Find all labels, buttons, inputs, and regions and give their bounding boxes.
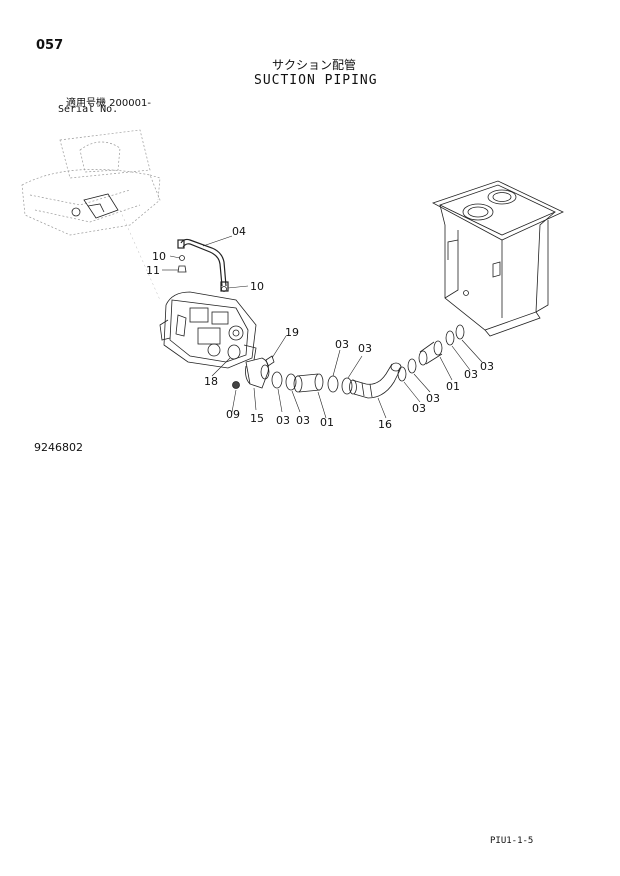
pump-location-box [71,193,119,219]
hose-01-right [418,340,443,366]
clamp-03-g [445,330,455,346]
callout-03-b: 03 [296,414,310,427]
callout-04: 04 [232,225,246,238]
callout-10-upper: 10 [152,250,166,263]
hose-01-left [293,373,324,393]
plug-09 [232,381,240,389]
callout-01-left: 01 [320,416,334,429]
hose-04 [177,238,229,292]
fitting-11 [177,265,187,273]
callout-18: 18 [204,375,218,388]
callout-09: 09 [226,408,240,421]
clamp-03-a [271,371,283,389]
callout-03-h: 03 [480,360,494,373]
callout-10-lower: 10 [250,280,264,293]
drawing-number: 9246802 [34,441,83,454]
serial-label-japanese: 適用号機 200001- [66,98,151,109]
callout-03-e: 03 [412,402,426,415]
fitting-19 [265,355,275,367]
clamp-03-h [455,324,465,340]
hydraulic-tank [431,180,564,337]
clamp-03-c [327,375,339,393]
callout-16: 16 [378,418,392,431]
serial-label-english: Serial No. [58,104,119,115]
callout-03-a: 03 [276,414,290,427]
callout-11: 11 [146,264,160,277]
callout-03-d: 03 [358,342,372,355]
fitting-10-upper [179,255,185,261]
callout-03-f: 03 [426,392,440,405]
leader-lines [162,235,483,419]
machine-overview-sketch [21,129,161,236]
clamp-03-f [407,358,417,374]
callout-03-g: 03 [464,368,478,381]
page-number: 057 [36,38,64,53]
callout-15: 15 [250,412,264,425]
clamp-03-e [397,366,407,382]
overview-leader-line [119,209,161,301]
page-code: PIU1-1-5 [490,836,534,846]
o-ring-18 [227,344,241,360]
title-japanese: サクション配管 [272,58,357,72]
callout-labels: 04 10 11 10 19 18 09 15 03 03 01 16 03 0… [146,225,494,431]
title-english: SUCTION PIPING [254,73,378,88]
elbow-15 [245,357,270,389]
callout-19: 19 [285,326,299,339]
callout-03-c: 03 [335,338,349,351]
pipe-16 [349,362,402,399]
fitting-10-lower [221,286,227,292]
clamp-03-d [341,377,353,395]
callout-01-right: 01 [446,380,460,393]
hydraulic-pump [159,291,257,369]
clamp-03-b [285,373,297,391]
